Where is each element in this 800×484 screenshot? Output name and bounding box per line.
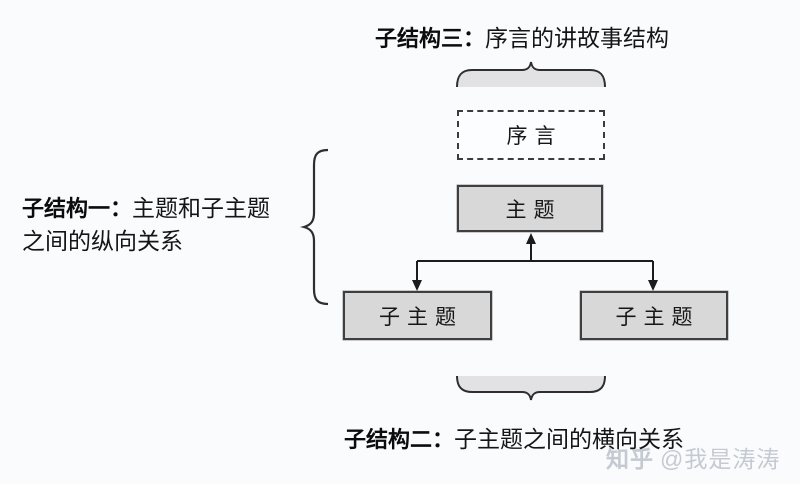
diagram-title: 子结构三：序言的讲故事结构 [375, 19, 669, 53]
theme-node: 主题 [457, 185, 603, 232]
watermark: 知乎@我是涛涛 [606, 440, 780, 474]
title-text: 序言的讲故事结构 [485, 26, 670, 51]
preface-node: 序言 [457, 110, 605, 160]
substructure-2-label: 子结构二：子主题之间的横向关系 [344, 420, 684, 454]
substructure-2-prefix: 子结构二： [344, 427, 455, 452]
arrow-up-icon [526, 233, 536, 244]
connector-arrows [412, 233, 658, 291]
bottom-brace-icon [456, 375, 606, 401]
arrow-down-left-icon [412, 280, 422, 291]
watermark-brand: 知乎 [606, 446, 654, 472]
top-brace-icon [456, 61, 606, 88]
substructure-1-text-line2: 之间的纵向关系 [22, 229, 183, 254]
substructure-1-label: 子结构一：主题和子主题 之间的纵向关系 [22, 194, 332, 260]
title-prefix: 子结构三： [375, 26, 486, 51]
subtheme-right-node: 子主题 [580, 291, 728, 340]
arrow-down-right-icon [648, 280, 658, 291]
substructure-2-text: 子主题之间的横向关系 [454, 427, 685, 452]
left-brace-icon [300, 148, 329, 306]
watermark-handle: @我是涛涛 [660, 446, 781, 472]
subtheme-left-node: 子主题 [343, 291, 492, 340]
substructure-1-text-line1: 主题和子主题 [132, 196, 271, 221]
substructure-1-prefix: 子结构一： [22, 196, 133, 221]
